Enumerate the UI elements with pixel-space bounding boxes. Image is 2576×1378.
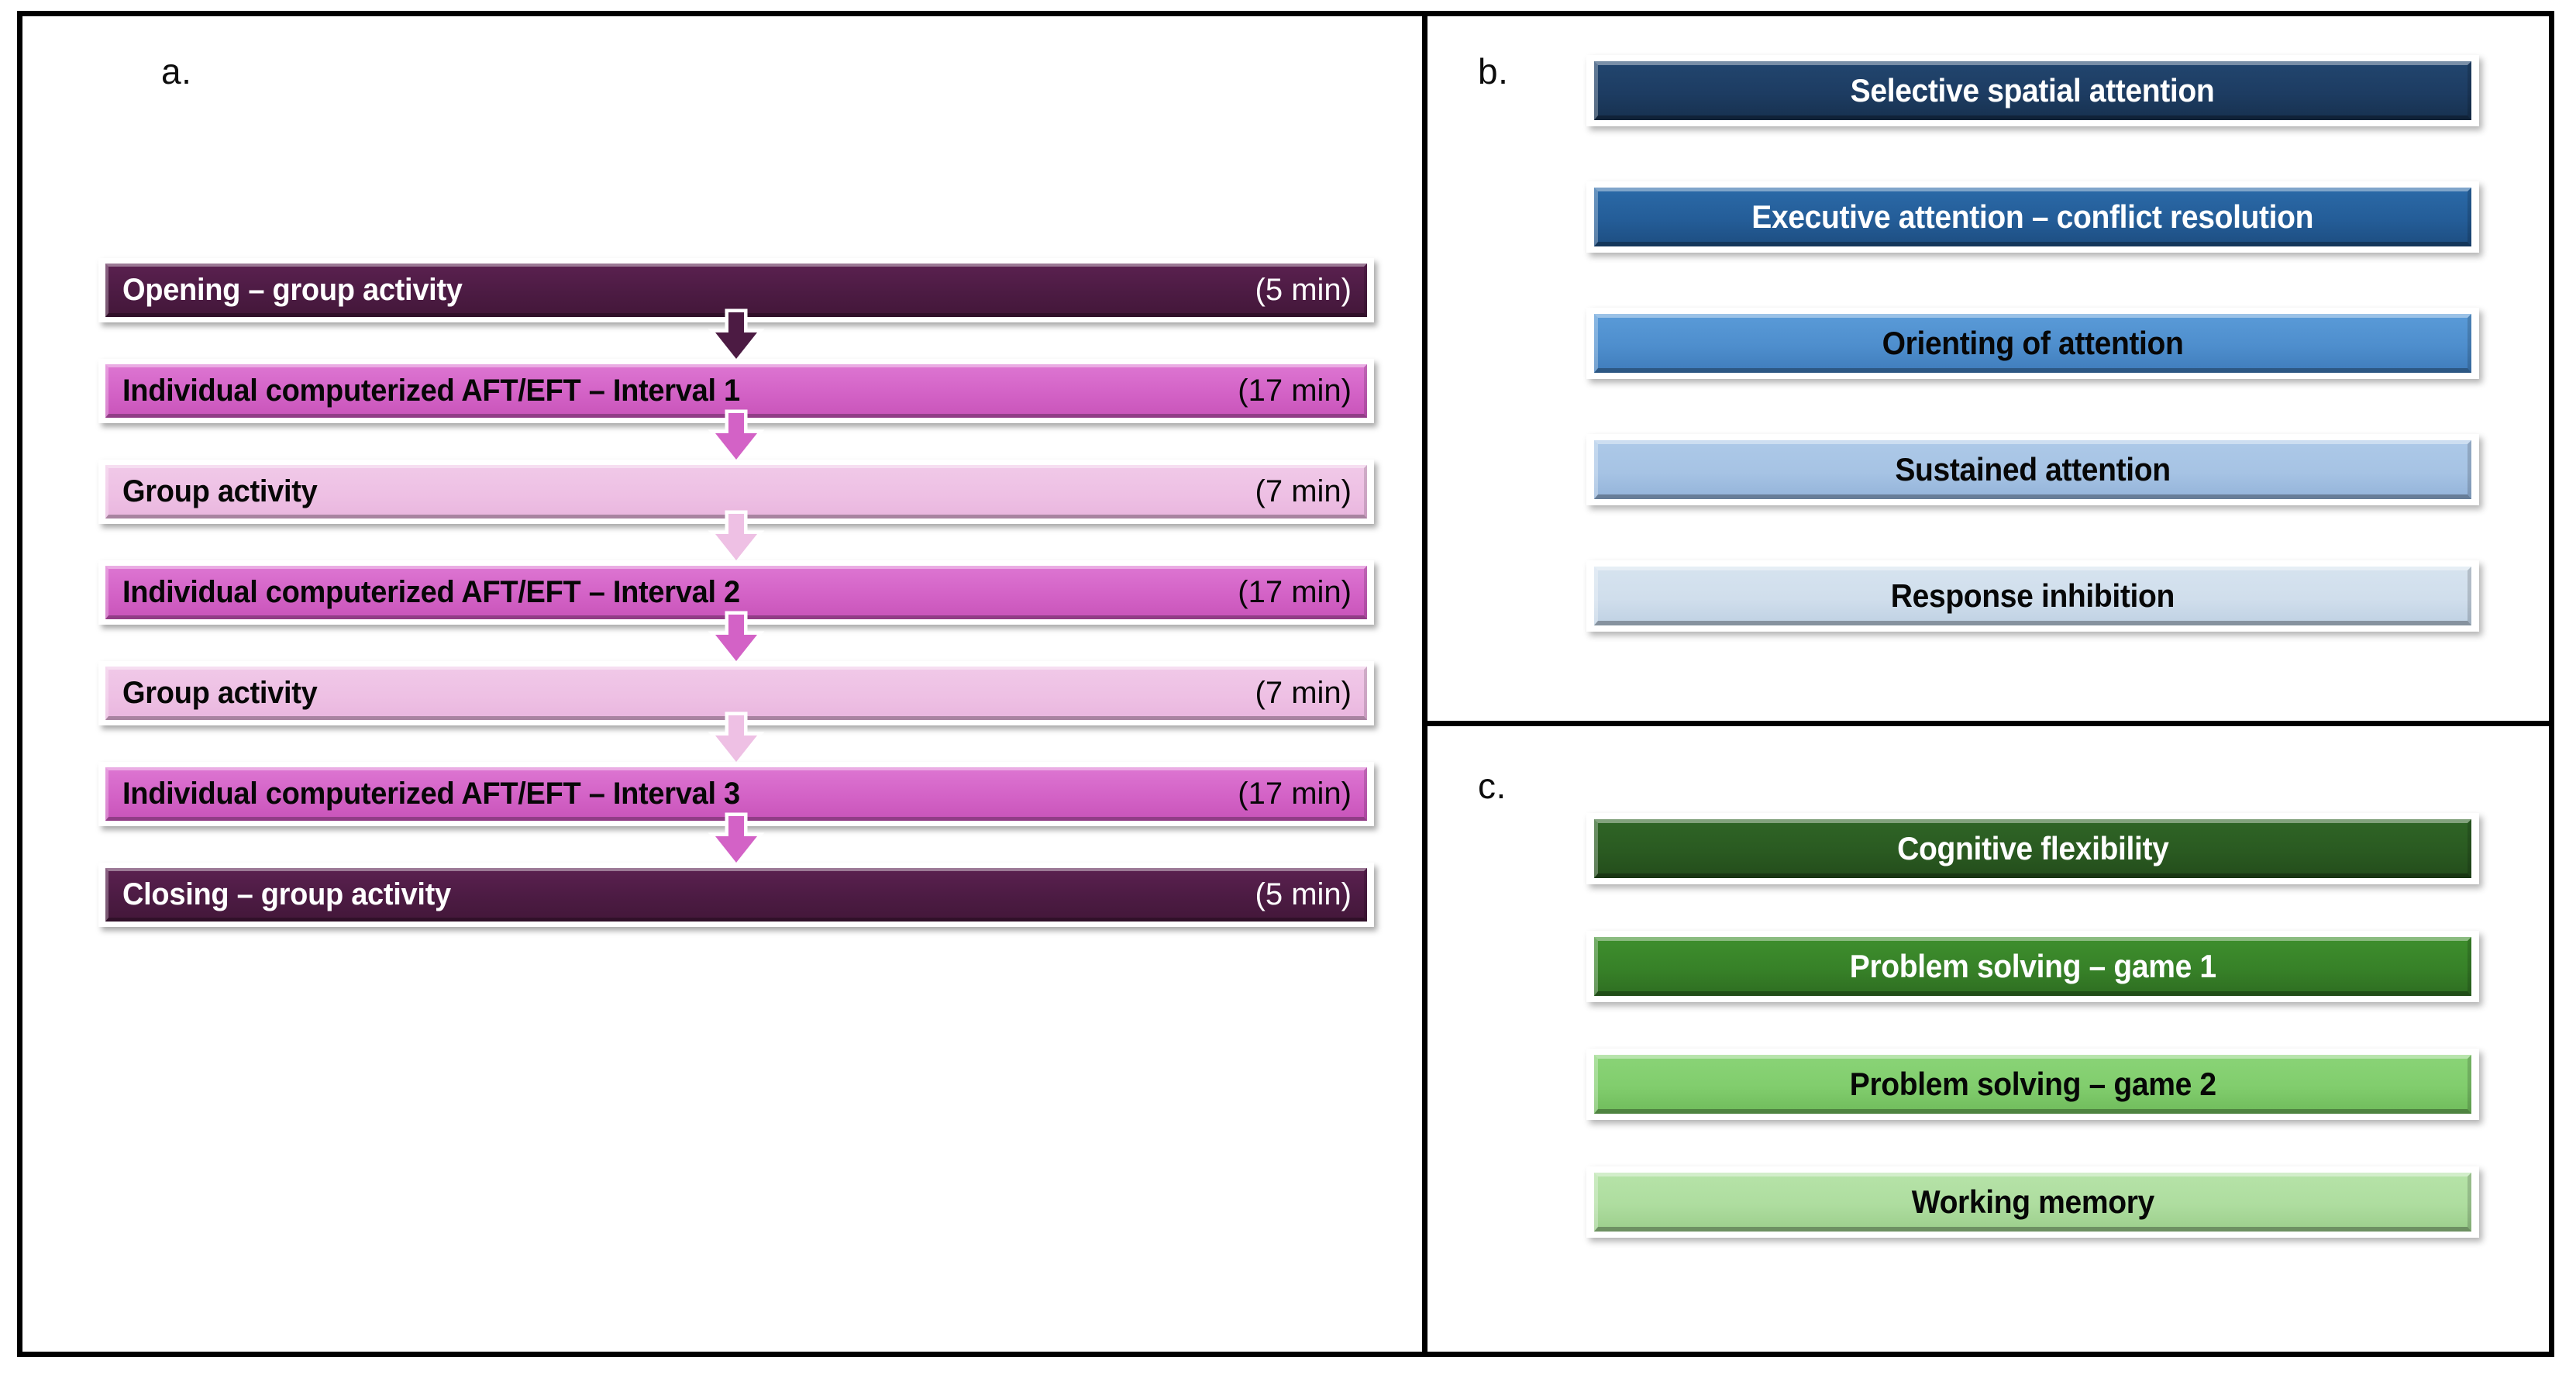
flow-step-duration: (7 min) [1255,474,1352,508]
domain-chip-label: Selective spatial attention [1851,72,2215,109]
domain-chip-frame[interactable]: Cognitive flexibility [1586,813,2479,884]
flow-step: Closing – group activity (5 min) [98,863,1374,963]
flow-step-duration: (7 min) [1255,676,1352,710]
flow-step-bar: Opening – group activity (5 min) [105,264,1367,317]
flow-step-title: Opening – group activity [122,273,463,307]
flow-step-bar: Closing – group activity (5 min) [105,868,1367,922]
flow-step-duration: (17 min) [1238,374,1352,408]
flow-step: Group activity (7 min) [98,460,1374,567]
flow-arrow-down-icon [703,611,770,667]
domain-chip-label: Sustained attention [1895,451,2171,487]
domain-chip-frame[interactable]: Sustained attention [1586,434,2479,505]
domain-chip: Selective spatial attention [1594,61,2471,120]
flow-arrow-down-icon [703,711,770,768]
domain-chip: Problem solving – game 1 [1594,937,2471,996]
domain-chip-frame[interactable]: Orienting of attention [1586,308,2479,379]
domain-chip: Working memory [1594,1173,2471,1232]
domain-chip-frame[interactable]: Selective spatial attention [1586,55,2479,126]
flow-step-title: Group activity [122,676,318,710]
domain-chip-label: Problem solving – game 2 [1849,1066,2216,1102]
domain-chip-label: Executive attention – conflict resolutio… [1751,198,2314,235]
flow-step: Individual computerized AFT/EFT – Interv… [98,560,1374,667]
flow-step-frame[interactable]: Individual computerized AFT/EFT – Interv… [98,762,1374,826]
domain-chip: Cognitive flexibility [1594,819,2471,878]
flow-arrow-down-icon [703,409,770,466]
domain-chip-frame[interactable]: Response inhibition [1586,560,2479,632]
flow-step: Individual computerized AFT/EFT – Interv… [98,762,1374,869]
flow-step: Individual computerized AFT/EFT – Interv… [98,359,1374,466]
domain-chip-frame[interactable]: Working memory [1586,1166,2479,1238]
flow-step-title: Individual computerized AFT/EFT – Interv… [122,777,740,811]
flow-arrow-down-icon [703,510,770,567]
domain-chip-label: Response inhibition [1890,577,2175,614]
domain-chip: Executive attention – conflict resolutio… [1594,188,2471,246]
domain-chip-label: Orienting of attention [1882,325,2184,361]
domain-chip-frame[interactable]: Executive attention – conflict resolutio… [1586,181,2479,253]
figure-frame: a. Opening – group activity (5 min) Indivi… [17,11,2554,1357]
domain-chip: Problem solving – game 2 [1594,1055,2471,1114]
flow-step-duration: (17 min) [1238,777,1352,811]
flow-arrow-down-icon [703,812,770,869]
domain-chip: Sustained attention [1594,440,2471,499]
flow-step-duration: (5 min) [1255,273,1352,307]
flow-step-title: Closing – group activity [122,877,451,911]
flow-step-duration: (5 min) [1255,877,1352,911]
flow-step-frame[interactable]: Closing – group activity (5 min) [98,863,1374,927]
domain-chip-frame[interactable]: Problem solving – game 2 [1586,1049,2479,1120]
flow-step: Opening – group activity (5 min) [98,258,1374,365]
panel-a-session-protocol: a. Opening – group activity (5 min) Indivi… [22,16,1427,1352]
flow-step-bar: Individual computerized AFT/EFT – Interv… [105,767,1367,821]
domain-chip-frame[interactable]: Problem solving – game 1 [1586,931,2479,1002]
flow-arrow-down-icon [703,308,770,365]
domain-chip-label: Problem solving – game 1 [1849,948,2216,984]
flow-step-title: Individual computerized AFT/EFT – Interv… [122,575,740,609]
session-flow-list: Opening – group activity (5 min) Individua… [98,258,1374,963]
flow-step-frame[interactable]: Opening – group activity (5 min) [98,258,1374,322]
panel-b-label: b. [1478,51,1509,91]
domain-chip-label: Working memory [1911,1183,2154,1220]
flow-step-title: Individual computerized AFT/EFT – Interv… [122,374,740,408]
domain-chip-label: Cognitive flexibility [1896,830,2169,866]
panel-c-label: c. [1478,766,1507,806]
flow-step-duration: (17 min) [1238,575,1352,609]
domain-chip: Response inhibition [1594,567,2471,625]
flow-step: Group activity (7 min) [98,661,1374,768]
panel-a-label: a. [161,51,192,91]
flow-step-title: Group activity [122,474,318,508]
domain-chip: Orienting of attention [1594,314,2471,373]
